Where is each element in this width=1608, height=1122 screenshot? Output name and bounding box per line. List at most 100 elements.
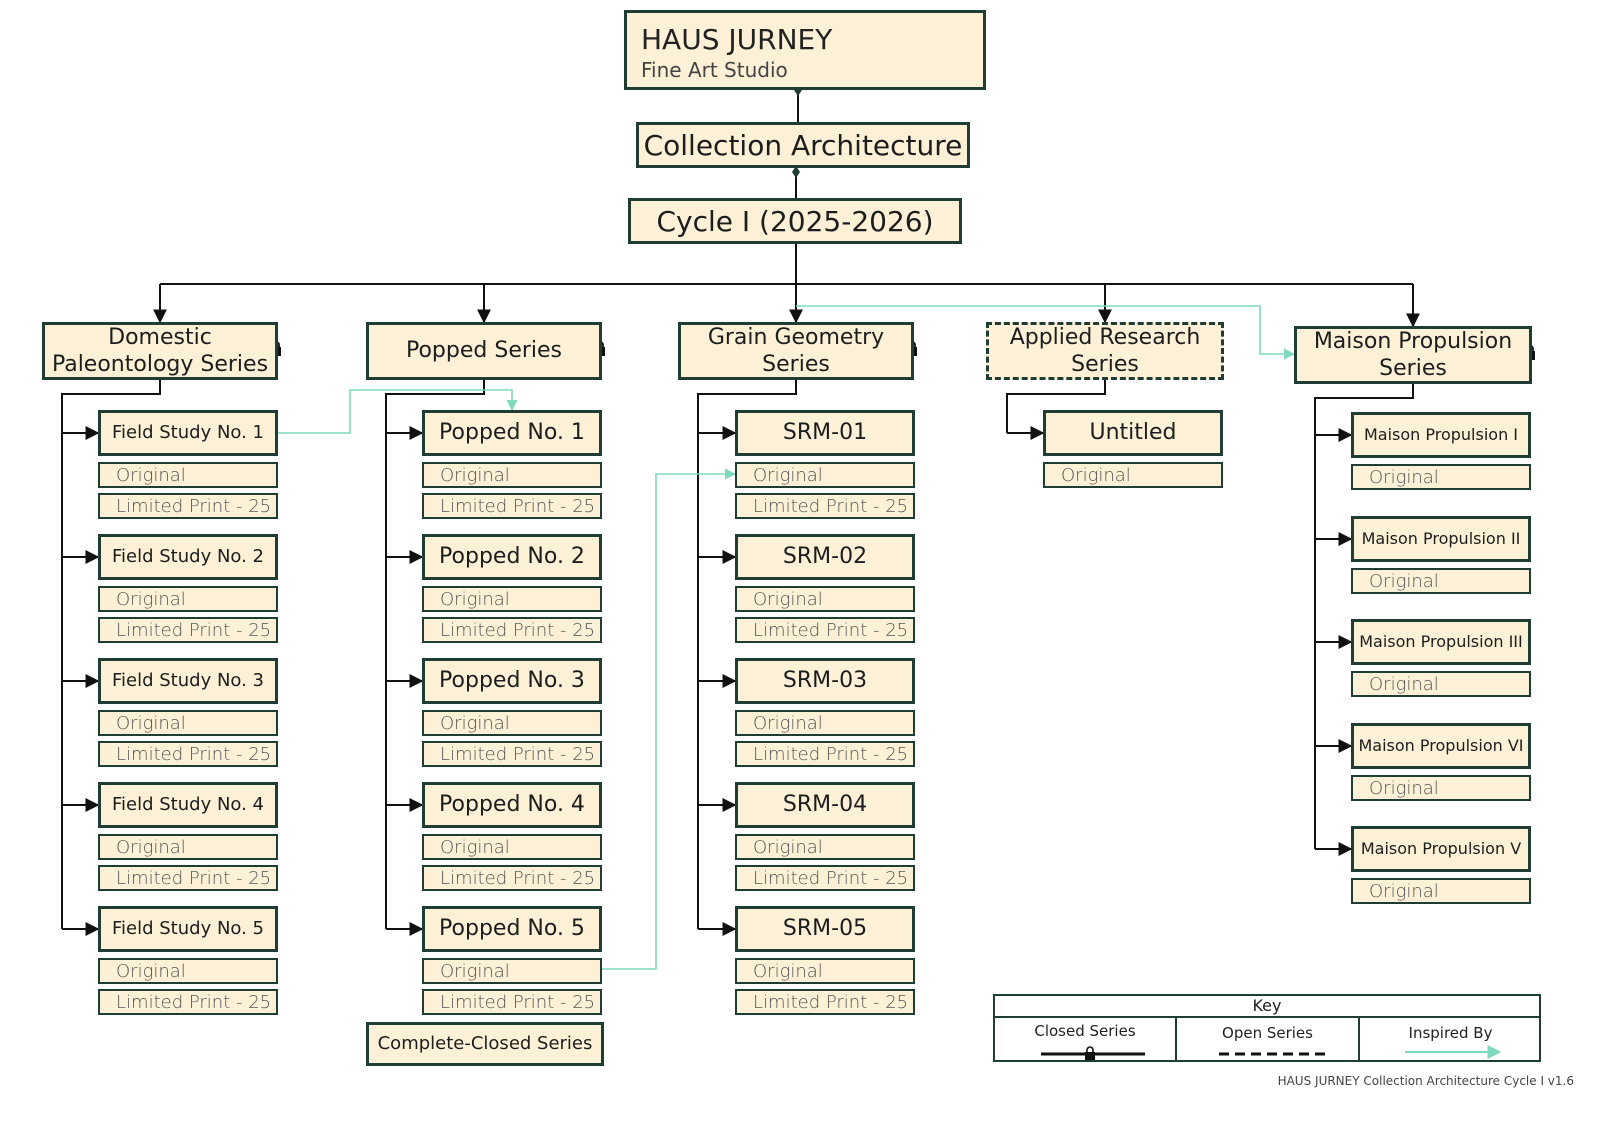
artwork-item: Popped No. 2 [422,534,602,580]
edition-item-label: Limited Print - 25 [753,991,909,1013]
series-header-4-label: Applied Research Series [1009,324,1201,378]
edition-item-label: Original [1369,673,1439,695]
edition-item-label: Original [753,464,823,486]
key-closed-label: Closed Series [1034,1022,1136,1040]
edition-item: Limited Print - 25 [422,865,602,891]
key-symbols [1041,1045,1502,1060]
edition-item: Limited Print - 25 [735,493,915,519]
studio-title-box: HAUS JURNEY Fine Art Studio [624,10,986,90]
edition-item-label: Original [1369,880,1439,902]
artwork-item-label: Popped No. 4 [439,792,585,818]
artwork-item: Maison Propulsion II [1351,516,1531,562]
artwork-item-label: SRM-01 [782,420,868,446]
edition-item-label: Original [1369,466,1439,488]
edition-item-label: Limited Print - 25 [753,743,909,765]
series-header-1: Domestic Paleontology Series [42,322,278,380]
edition-item-label: Limited Print - 25 [440,867,596,889]
edition-item-label: Limited Print - 25 [116,867,272,889]
edition-item-label: Limited Print - 25 [116,743,272,765]
edition-item: Original [1351,671,1531,697]
edition-item: Original [1351,568,1531,594]
inspired-field-study-to-popped [278,389,518,434]
footer-text: HAUS JURNEY Collection Architecture Cycl… [1277,1074,1574,1088]
edition-item: Limited Print - 25 [422,989,602,1015]
artwork-item-label: Field Study No. 5 [111,917,264,939]
edition-item-label: Limited Print - 25 [753,495,909,517]
edition-item-label: Limited Print - 25 [440,619,596,641]
series-trunk-line-1 [61,380,161,929]
series-header-5: Maison Propulsion Series [1294,326,1532,384]
edition-item: Original [98,462,278,488]
artwork-item: Maison Propulsion I [1351,412,1531,458]
artwork-item-label: Popped No. 3 [439,668,585,694]
edition-item-label: Limited Print - 25 [440,743,596,765]
artwork-item-label: SRM-05 [782,916,868,942]
edition-item: Original [98,958,278,984]
edition-item-label: Original [440,464,510,486]
key-lock-icon [1085,1046,1095,1060]
edition-item: Original [735,958,915,984]
edition-item: Original [422,462,602,488]
edition-item: Limited Print - 25 [98,989,278,1015]
edition-item-label: Limited Print - 25 [753,619,909,641]
edition-item-label: Limited Print - 25 [753,867,909,889]
artwork-item-label: Popped No. 5 [439,916,585,942]
cycle-label: Cycle I (2025-2026) [656,204,934,238]
artwork-item: SRM-04 [735,782,915,828]
series-header-2-label: Popped Series [405,338,563,364]
artwork-item: Field Study No. 4 [98,782,278,828]
artwork-item-label: Untitled [1089,420,1177,446]
edition-item-label: Limited Print - 25 [440,495,596,517]
edition-item: Original [1351,775,1531,801]
artwork-item: Popped No. 3 [422,658,602,704]
cycle-box: Cycle I (2025-2026) [628,198,962,244]
artwork-item: Field Study No. 1 [98,410,278,456]
artwork-item: Untitled [1043,410,1223,456]
artwork-item-label: Maison Propulsion V [1360,839,1522,858]
artwork-item: SRM-05 [735,906,915,952]
edition-item-label: Limited Print - 25 [116,991,272,1013]
edition-item: Original [735,710,915,736]
edition-item-label: Original [116,960,186,982]
series-trunk-line-4 [1006,380,1106,433]
edition-item: Original [422,834,602,860]
edition-item: Original [735,586,915,612]
artwork-item: Maison Propulsion V [1351,826,1531,872]
artwork-item-label: SRM-02 [782,544,868,570]
edition-item: Limited Print - 25 [98,741,278,767]
edition-item: Limited Print - 25 [422,493,602,519]
series-header-3: Grain Geometry Series [678,322,914,380]
artwork-item-label: SRM-03 [782,668,868,694]
artwork-item: Maison Propulsion III [1351,619,1531,665]
studio-title: HAUS JURNEY [641,23,833,56]
artwork-item-label: Field Study No. 4 [111,793,264,815]
complete-closed-series-badge: Complete-Closed Series [366,1022,604,1066]
edition-item-label: Original [440,836,510,858]
edition-item: Original [1351,878,1531,904]
artwork-item-label: SRM-04 [782,792,868,818]
key-open-label: Open Series [1222,1024,1313,1042]
edition-item: Limited Print - 25 [98,865,278,891]
edition-item-label: Original [753,960,823,982]
edition-item-label: Original [116,464,186,486]
artwork-item: Maison Propulsion VI [1351,723,1531,769]
edition-item: Original [735,462,915,488]
artwork-item-label: Popped No. 2 [439,544,585,570]
diamond-connector-2 [792,166,800,178]
artwork-item-label: Maison Propulsion VI [1358,736,1524,755]
artwork-item: Popped No. 5 [422,906,602,952]
inspired-popped-to-srm [602,468,737,970]
artwork-item: SRM-01 [735,410,915,456]
series-header-1-label: Domestic Paleontology Series [51,324,269,378]
artwork-item: Popped No. 1 [422,410,602,456]
edition-item-label: Original [1369,777,1439,799]
inspired-grain-to-maison [796,305,1296,360]
edition-item: Limited Print - 25 [98,493,278,519]
artwork-item: Field Study No. 3 [98,658,278,704]
artwork-item-label: Popped No. 1 [439,420,585,446]
key-title: Key [995,996,1539,1018]
edition-item-label: Original [753,836,823,858]
edition-item: Limited Print - 25 [422,741,602,767]
edition-item: Limited Print - 25 [735,989,915,1015]
edition-item-label: Original [440,588,510,610]
